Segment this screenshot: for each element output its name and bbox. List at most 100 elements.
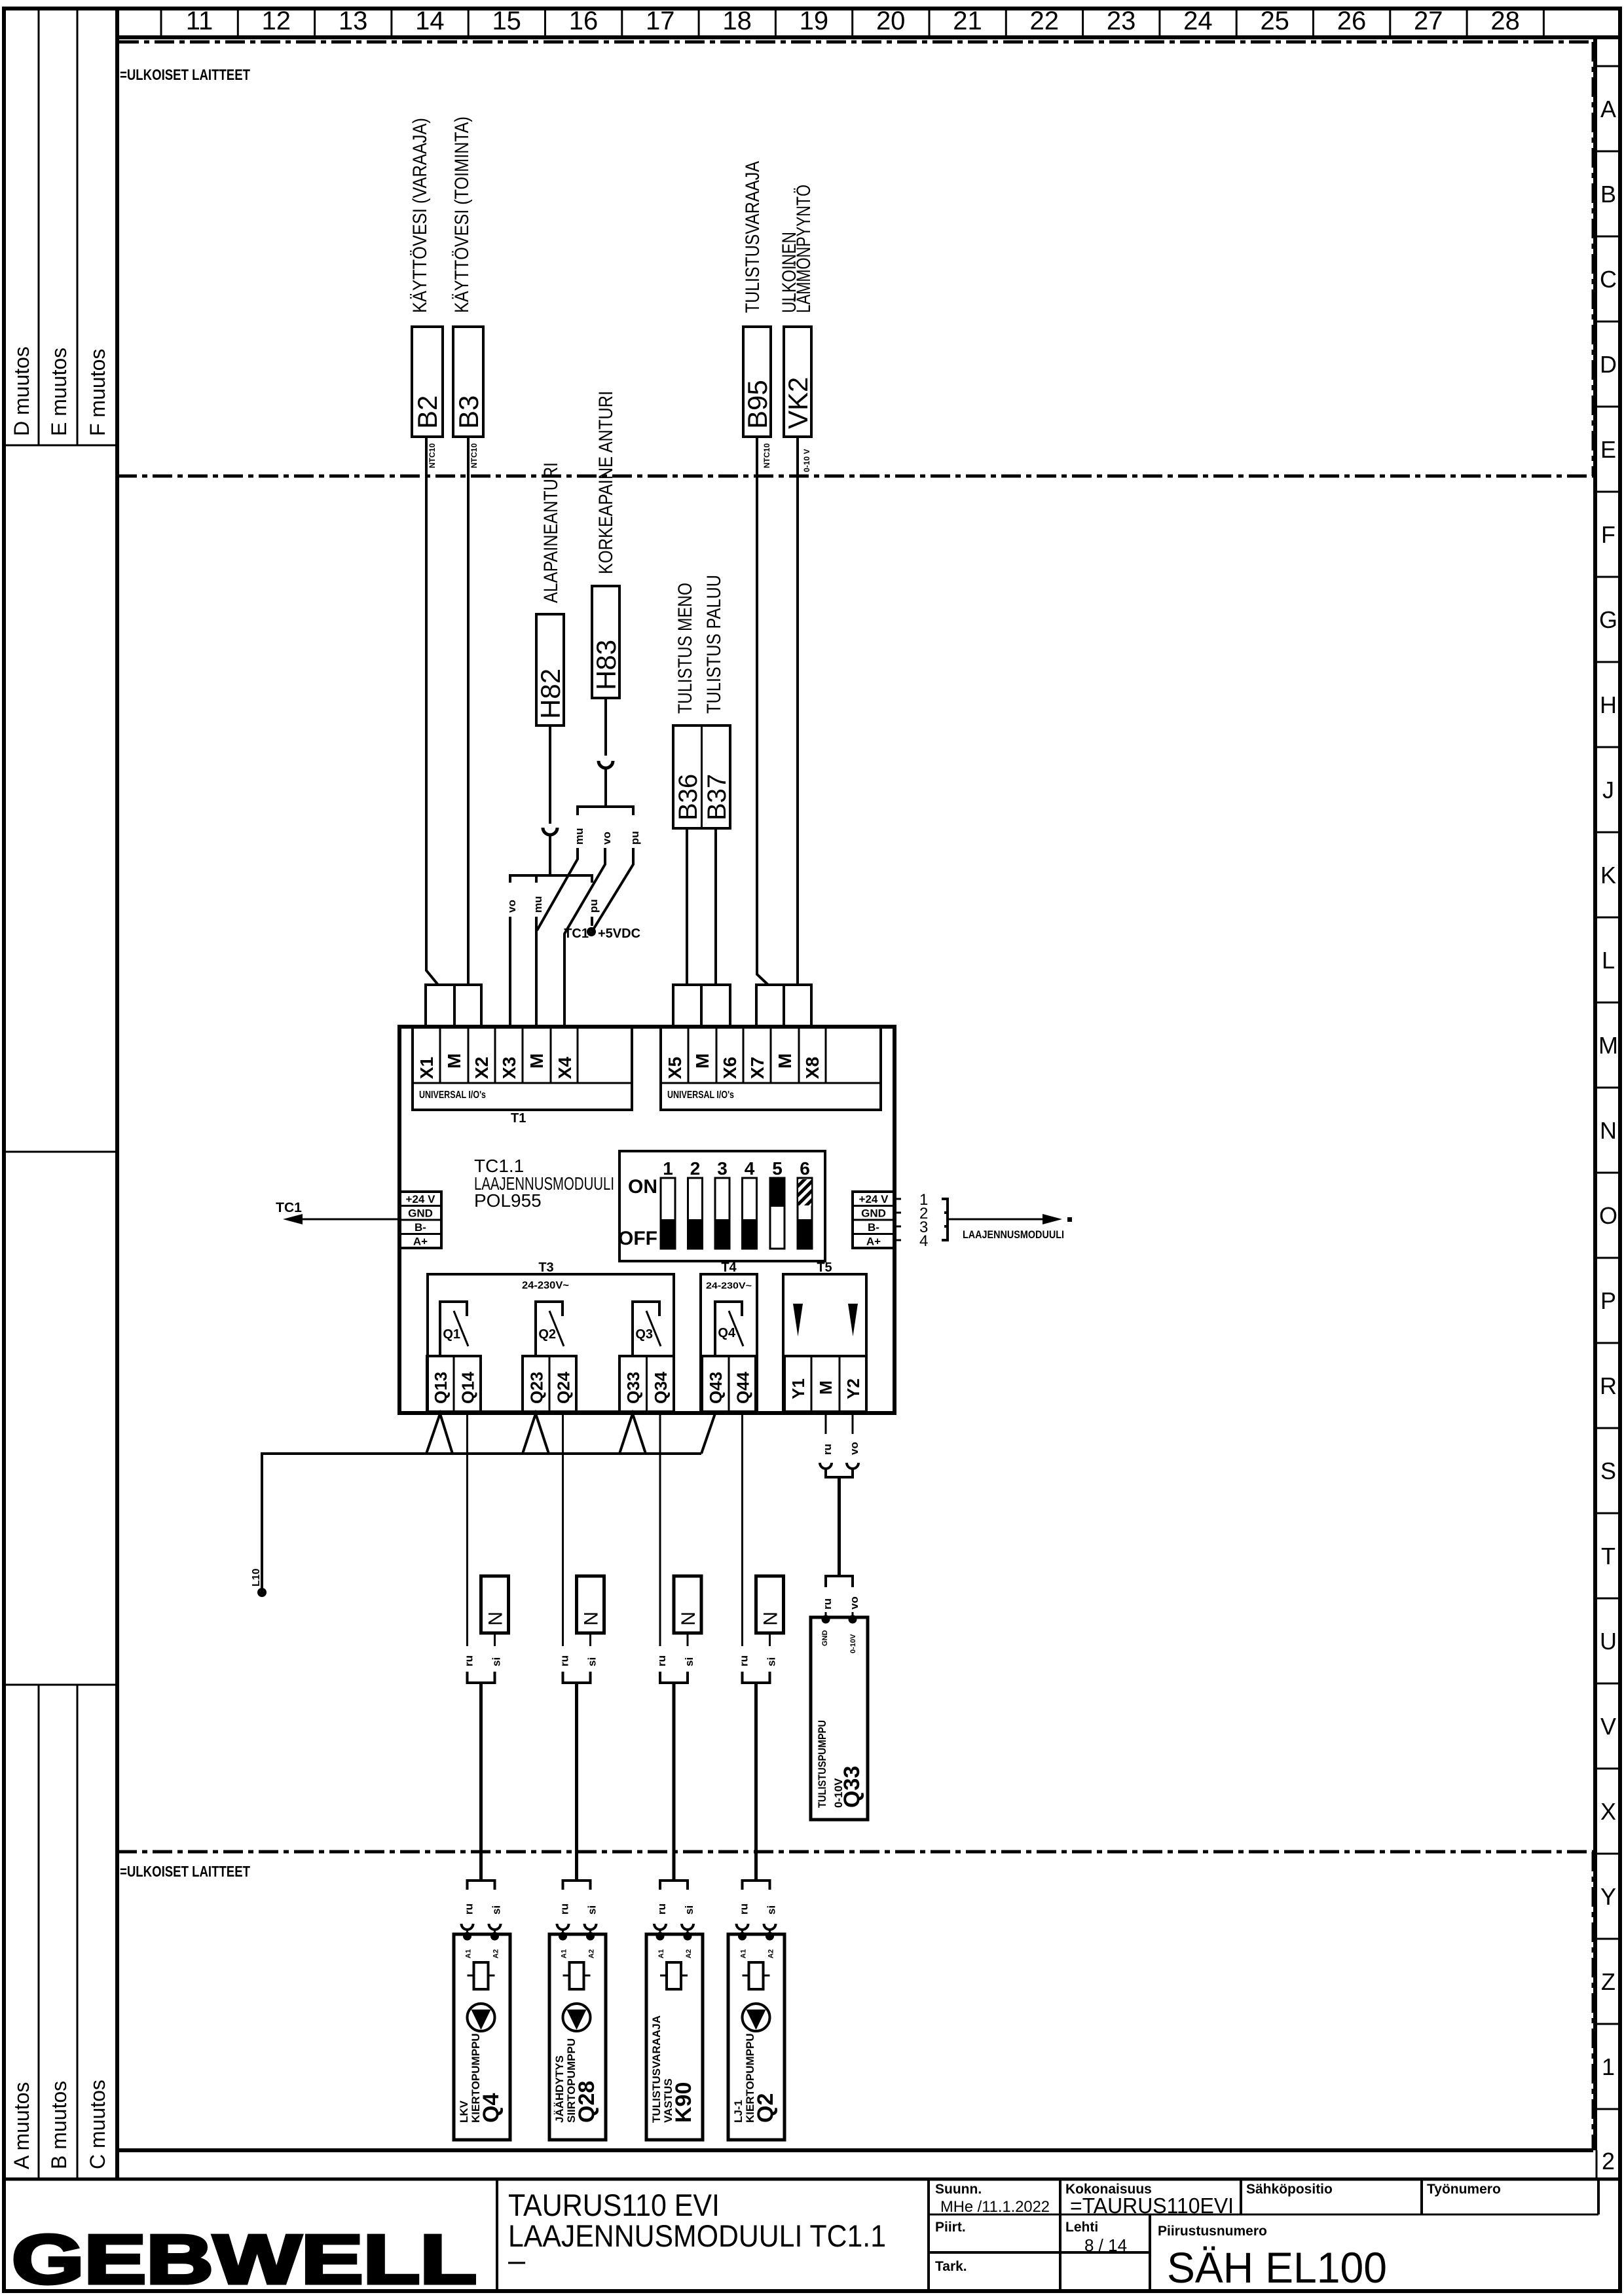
svg-text:TULISTUSVARAAJA: TULISTUSVARAAJA: [650, 2015, 663, 2123]
svg-text:X7: X7: [747, 1057, 767, 1079]
svg-text:3: 3: [717, 1158, 728, 1179]
svg-text:LÄMMÖNPYYNTÖ: LÄMMÖNPYYNTÖ: [793, 185, 815, 313]
svg-text:2: 2: [1602, 2148, 1615, 2175]
svg-text:A2: A2: [767, 1949, 775, 1958]
svg-text:M: M: [816, 1380, 836, 1395]
svg-text:ru: ru: [655, 1655, 668, 1666]
svg-text:N: N: [1600, 1117, 1617, 1144]
svg-text:LAAJENNUSMODUULI TC1.1: LAAJENNUSMODUULI TC1.1: [508, 2218, 886, 2253]
svg-text:Suunn.: Suunn.: [935, 2182, 982, 2197]
svg-text:KÄYTTÖVESI (TOIMINTA): KÄYTTÖVESI (TOIMINTA): [451, 117, 473, 313]
svg-text:Työnumero: Työnumero: [1427, 2182, 1501, 2197]
svg-text:M: M: [775, 1054, 795, 1069]
svg-text:TC1: TC1: [564, 927, 589, 941]
svg-text:18: 18: [722, 7, 752, 35]
svg-text:20: 20: [876, 7, 906, 35]
svg-text:TULISTUSVARAAJA: TULISTUSVARAAJA: [742, 161, 764, 313]
svg-text:si: si: [766, 1905, 778, 1915]
svg-text:T3: T3: [538, 1260, 553, 1275]
svg-text:F: F: [1601, 521, 1615, 548]
svg-text:R: R: [1600, 1372, 1617, 1399]
svg-text:NTC10: NTC10: [762, 443, 771, 468]
svg-text:M: M: [1598, 1032, 1618, 1059]
svg-text:+5VDC: +5VDC: [598, 927, 640, 941]
svg-text:GND: GND: [861, 1207, 886, 1220]
svg-text:16: 16: [569, 7, 599, 35]
svg-text:X2: X2: [471, 1057, 492, 1079]
svg-text:A: A: [1600, 96, 1616, 122]
svg-text:KIERTOPUMPPU: KIERTOPUMPPU: [470, 2033, 482, 2123]
svg-text:24-230V~: 24-230V~: [522, 1280, 569, 1291]
svg-text:Q34: Q34: [651, 1371, 671, 1404]
svg-text:NTC10: NTC10: [470, 443, 479, 468]
svg-text:D muutos: D muutos: [10, 346, 33, 436]
svg-text:Piirustusnumero: Piirustusnumero: [1158, 2224, 1267, 2239]
svg-text:LAAJENNUSMODUULI: LAAJENNUSMODUULI: [474, 1173, 614, 1194]
svg-text:C muutos: C muutos: [86, 2080, 109, 2169]
svg-text:24-230V~: 24-230V~: [706, 1280, 752, 1291]
svg-text:17: 17: [646, 7, 675, 35]
svg-text:N: N: [760, 1611, 782, 1626]
svg-text:KORKEAPAINE ANTURI: KORKEAPAINE ANTURI: [595, 391, 617, 574]
svg-text:TC1: TC1: [276, 1200, 302, 1215]
svg-text:ru: ru: [559, 1655, 571, 1666]
svg-text:X1: X1: [416, 1057, 437, 1079]
svg-text:N: N: [581, 1611, 602, 1626]
svg-text:G: G: [1599, 606, 1617, 633]
svg-text:ru: ru: [738, 1655, 750, 1666]
svg-text:ALAPAINEANTURI: ALAPAINEANTURI: [540, 462, 562, 603]
svg-text:19: 19: [800, 7, 829, 35]
svg-text:ru: ru: [463, 1903, 475, 1915]
svg-text:T5: T5: [817, 1260, 832, 1275]
svg-text:Q23: Q23: [527, 1372, 547, 1404]
svg-text:14: 14: [415, 7, 445, 35]
svg-text:B2: B2: [412, 395, 443, 429]
svg-text:TULISTUS PALUU: TULISTUS PALUU: [703, 575, 725, 714]
svg-text:F muutos: F muutos: [86, 349, 109, 436]
svg-text:ru: ru: [821, 1598, 834, 1609]
svg-text:B95: B95: [742, 380, 773, 429]
svg-text:U: U: [1600, 1628, 1617, 1655]
svg-text:11: 11: [186, 7, 213, 35]
svg-text:O: O: [1599, 1202, 1617, 1229]
svg-text:ru: ru: [463, 1655, 475, 1666]
svg-text:25: 25: [1260, 7, 1289, 35]
svg-text:si: si: [490, 1657, 503, 1666]
svg-text:ru: ru: [559, 1903, 571, 1915]
svg-text:4: 4: [919, 1232, 928, 1250]
svg-text:mu: mu: [573, 828, 585, 845]
svg-text:Z: Z: [1601, 1968, 1615, 1995]
svg-text:si: si: [683, 1905, 695, 1915]
svg-text:Kokonaisuus: Kokonaisuus: [1065, 2182, 1152, 2197]
svg-text:ULKOINEN: ULKOINEN: [779, 232, 800, 313]
svg-text:1: 1: [663, 1158, 673, 1179]
svg-text:si: si: [490, 1905, 503, 1915]
svg-text:Q43: Q43: [706, 1372, 726, 1404]
svg-text:Sähköpositio: Sähköpositio: [1246, 2182, 1333, 2197]
svg-text:N: N: [485, 1611, 507, 1626]
svg-text:ru: ru: [821, 1444, 834, 1455]
svg-text:12: 12: [262, 7, 291, 35]
svg-text:Y2: Y2: [843, 1378, 863, 1399]
svg-text:pu: pu: [587, 899, 600, 913]
svg-text:POL955: POL955: [474, 1190, 542, 1211]
svg-text:X8: X8: [802, 1057, 822, 1079]
svg-text:Y: Y: [1600, 1883, 1616, 1910]
svg-text:A muutos: A muutos: [10, 2082, 33, 2169]
svg-text:Q4: Q4: [718, 1326, 736, 1340]
svg-text:B muutos: B muutos: [47, 2081, 71, 2169]
svg-text:ru: ru: [655, 1903, 668, 1915]
svg-text:T: T: [1601, 1543, 1615, 1570]
svg-text:A2: A2: [685, 1949, 693, 1958]
svg-text:0-10V: 0-10V: [832, 1778, 845, 1808]
svg-text:Q44: Q44: [733, 1371, 753, 1404]
svg-text:Q2: Q2: [538, 1327, 556, 1342]
svg-text:15: 15: [492, 7, 521, 35]
svg-text:6: 6: [800, 1158, 810, 1179]
svg-text:N: N: [678, 1611, 699, 1626]
svg-text:vo: vo: [600, 832, 613, 845]
svg-text:si: si: [586, 1905, 599, 1915]
svg-text:+24 V: +24 V: [406, 1193, 436, 1205]
svg-text:B3: B3: [453, 395, 484, 429]
svg-text:TAURUS110 EVI: TAURUS110 EVI: [508, 2188, 720, 2222]
